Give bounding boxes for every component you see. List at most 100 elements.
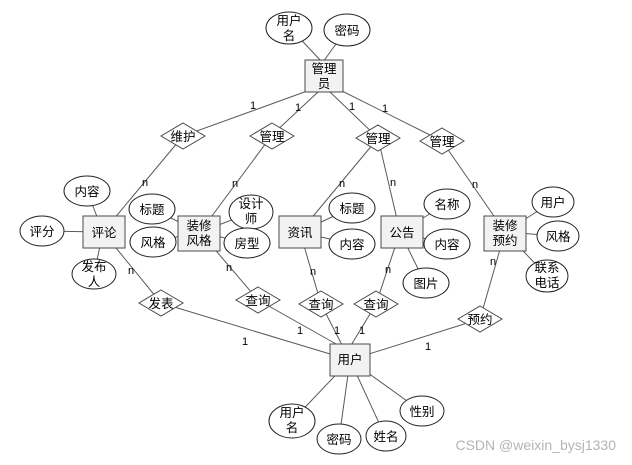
attribute-admin-password: 密码 [323,13,371,47]
cardinality-manage-news: n [339,178,345,190]
attribute-admin-username-line2: 名 [283,28,296,43]
cardinality-admin-manage-news: 1 [349,101,355,113]
attribute-admin-username: 用户 名 [265,11,313,45]
attribute-review-content-label: 内容 [74,184,99,199]
attribute-booking-phone-line1: 联系 [534,261,559,275]
attribute-review-publisher: 发布 人 [71,258,117,290]
attribute-style-style-label: 风格 [140,235,166,250]
entity-user-label: 用户 [337,352,362,367]
cardinality-admin-manage-booking: 1 [382,103,388,115]
cardinality-manage-notice: n [390,177,396,189]
entity-style: 装修 风格 [177,215,221,252]
relationship-book-label: 预约 [467,312,492,327]
relationship-manage-style-label: 管理 [259,129,285,144]
relationship-query-style: 查询 [235,286,281,314]
attribute-user-password-label: 密码 [326,432,351,447]
attribute-news-title: 标题 [328,192,376,224]
cardinality-maintain-review: n [142,177,148,189]
attribute-review-publisher-line2: 人 [88,275,101,289]
relationship-query-notice: 查询 [353,290,399,318]
entity-booking-line2: 预约 [492,233,517,248]
cardinality-manage-booking: n [472,179,478,191]
attribute-user-username-line2: 名 [286,420,299,435]
attribute-style-roomtype: 房型 [223,227,271,259]
attribute-booking-style: 风格 [536,220,580,252]
attribute-booking-style-label: 风格 [545,229,571,244]
cardinality-query-notice-user: 1 [359,325,365,337]
entity-review-label: 评论 [91,226,117,240]
attribute-user-password: 密码 [316,423,362,455]
attribute-style-designer: 设计 师 [228,194,274,230]
attribute-review-publisher-line1: 发布 [81,259,106,274]
attribute-admin-username-line1: 用户 [276,13,301,28]
entity-style-line1: 装修 [186,218,212,233]
cardinality-query-news-user: 1 [334,325,340,337]
cardinality-style-query: n [226,262,232,274]
relationship-manage-booking-label: 管理 [429,134,455,149]
entity-news-label: 资讯 [287,226,313,240]
entity-news: 资讯 [278,215,322,249]
attribute-review-score-label: 评分 [29,225,54,239]
entity-user: 用户 [329,343,371,377]
attribute-news-content: 内容 [328,228,376,260]
entity-notice-label: 公告 [389,226,414,240]
relationship-manage-news: 管理 [355,124,401,152]
attribute-user-name-label: 姓名 [373,429,398,444]
attribute-style-title-label: 标题 [139,203,165,217]
attribute-style-title: 标题 [128,193,176,225]
attribute-admin-password-label: 密码 [334,23,359,38]
relationship-maintain: 维护 [160,122,206,150]
attribute-news-title-label: 标题 [339,202,365,216]
relationship-manage-booking: 管理 [419,127,465,155]
entity-admin-line1: 管理 [311,61,337,76]
attribute-notice-image-label: 图片 [413,277,438,291]
relationship-publish: 发表 [138,289,184,317]
attribute-booking-user: 用户 [531,186,575,218]
cardinality-admin-maintain: 1 [250,100,256,112]
attribute-notice-content-label: 内容 [434,237,459,252]
relationship-query-style-label: 查询 [245,294,270,308]
attribute-notice-name-label: 名称 [434,197,459,212]
entity-booking: 装修 预约 [483,215,527,252]
relationship-publish-label: 发表 [148,296,174,311]
attribute-notice-image: 图片 [402,267,450,299]
attribute-style-designer-line1: 设计 [238,196,263,211]
entity-style-line2: 风格 [186,233,212,248]
cardinality-publish-user: 1 [242,336,248,348]
cardinality-manage-style: n [232,178,238,190]
attribute-user-name: 姓名 [365,420,407,452]
cardinality-news-query: n [310,266,316,278]
entity-admin-line2: 员 [318,77,331,91]
entity-review: 评论 [82,215,126,249]
cardinality-admin-manage-style: 1 [295,102,301,114]
attribute-user-gender: 性别 [399,395,445,427]
entity-admin: 管理 员 [304,59,344,93]
attribute-news-content-label: 内容 [339,237,364,252]
watermark: CSDN @weixin_bysj1330 [455,437,616,453]
attribute-booking-phone: 联系 电话 [525,259,569,293]
attribute-review-score: 评分 [19,215,65,247]
attribute-style-designer-line2: 师 [245,212,258,226]
relationship-query-news: 查询 [298,290,344,318]
cardinality-labels: 1 1 1 1 n n n n n n n n n n 1 1 1 1 1 [128,100,496,353]
relationship-maintain-label: 维护 [170,130,195,144]
attribute-review-content: 内容 [63,175,111,207]
entity-notice: 公告 [380,215,424,249]
attribute-notice-content: 内容 [423,228,471,260]
attribute-booking-phone-line2: 电话 [534,276,559,290]
attribute-style-style: 风格 [129,226,177,258]
relationship-query-notice-label: 查询 [363,298,388,312]
cardinality-book-user: 1 [425,341,431,353]
attribute-user-username-line1: 用户 [279,405,304,420]
attribute-notice-name: 名称 [423,188,471,220]
attribute-style-roomtype-label: 房型 [234,236,259,251]
attribute-user-username: 用户 名 [268,403,316,439]
entity-booking-line1: 装修 [492,218,518,233]
cardinality-notice-query: n [385,264,391,276]
relationship-manage-news-label: 管理 [365,131,391,146]
attribute-booking-user-label: 用户 [540,195,565,210]
cardinality-query-style-user: 1 [297,325,303,337]
relationship-book: 预约 [457,305,503,333]
